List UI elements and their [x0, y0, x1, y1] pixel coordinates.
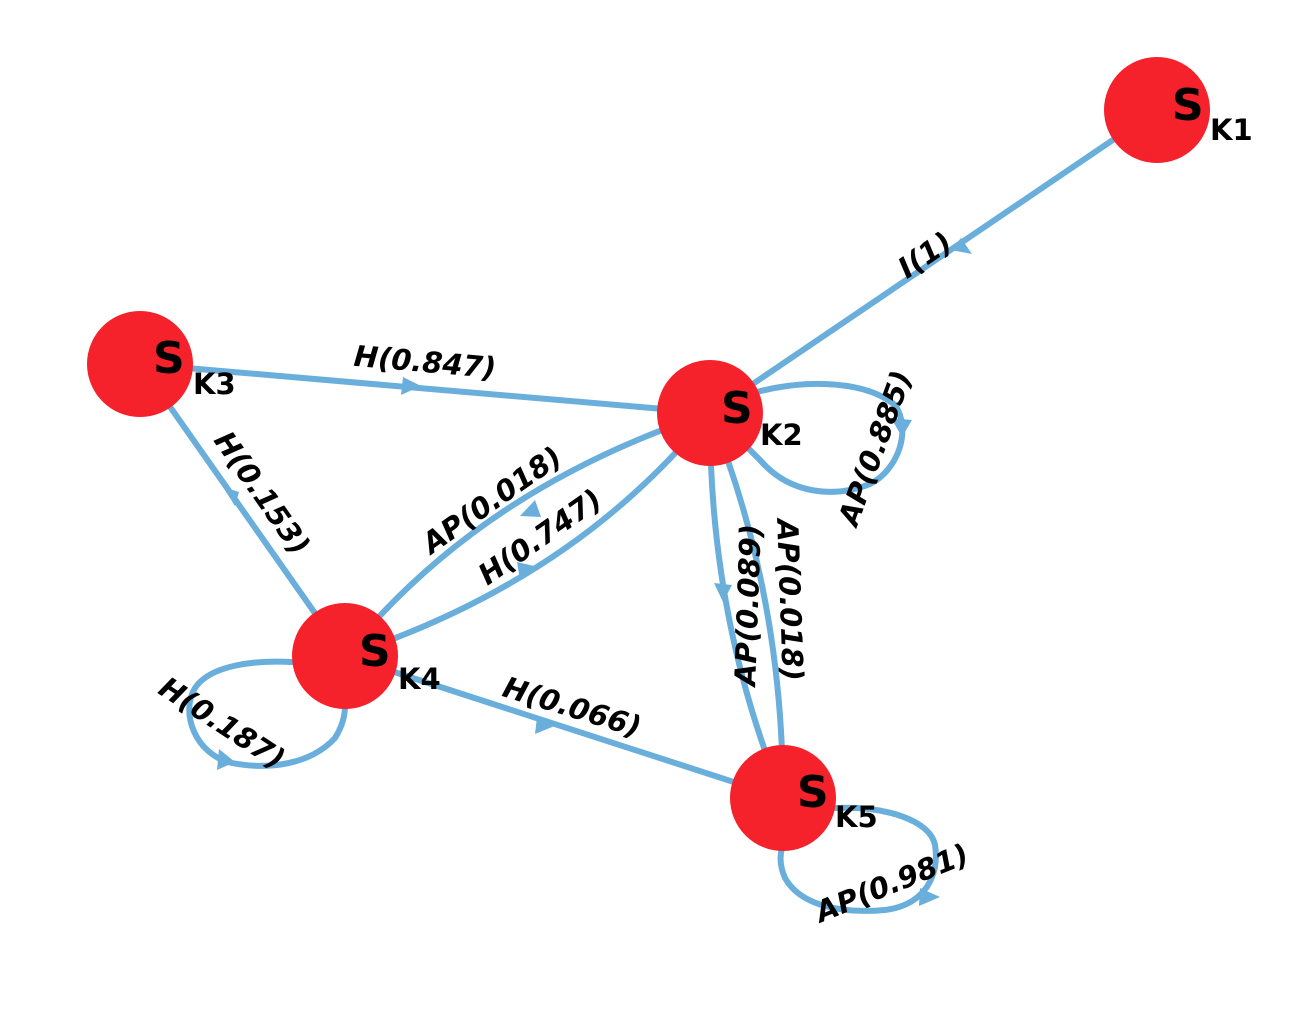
- edge-label-k4-k5: H(0.066): [499, 670, 645, 744]
- arrowheads: [217, 238, 972, 906]
- arrowhead-k4-loop: [217, 749, 235, 770]
- node-k5-subscript: K5: [835, 800, 878, 834]
- node-k4-symbol: S: [359, 626, 391, 677]
- edge-label-k5-k2: AP(0.018): [770, 516, 810, 681]
- edge-k1-k2: [707, 107, 1160, 416]
- nodes: S K1 S K2 S K3 S K4 S K5: [87, 57, 1253, 851]
- node-k1-circle: [1104, 57, 1210, 163]
- node-k4-subscript: K4: [398, 662, 441, 696]
- edge-label-k3-k2: H(0.847): [353, 339, 498, 385]
- node-k5-circle: [730, 745, 836, 851]
- arrowhead-k3-k4: [223, 487, 239, 506]
- arrowhead-k2-k4: [520, 500, 541, 517]
- edge-k4-k5: [342, 653, 786, 801]
- node-k2-symbol: S: [721, 383, 753, 434]
- node-k3[interactable]: S K3: [87, 311, 236, 417]
- node-k1-symbol: S: [1172, 80, 1204, 131]
- node-k3-circle: [87, 311, 193, 417]
- edge-label-k5-loop: AP(0.981): [809, 837, 974, 930]
- node-k3-symbol: S: [153, 333, 185, 384]
- node-k5-symbol: S: [797, 767, 829, 818]
- edge-k3-k2: [137, 361, 713, 416]
- node-k1-subscript: K1: [1210, 113, 1253, 147]
- edge-k2-k4: [342, 410, 713, 659]
- edge-label-k1-k2: I(1): [892, 225, 959, 285]
- node-k3-subscript: K3: [193, 367, 236, 401]
- edge-k3-k4: [137, 361, 348, 659]
- arrowhead-k3-k2: [401, 377, 421, 395]
- arrowhead-k1-k2: [951, 238, 972, 254]
- edge-k4-k2: [342, 410, 713, 659]
- node-k4-circle: [292, 603, 398, 709]
- arrowhead-k4-k5: [535, 717, 557, 734]
- edge-k2-loop: [727, 380, 906, 495]
- node-k4[interactable]: S K4: [292, 603, 441, 709]
- node-k2-circle: [657, 360, 763, 466]
- edge-k5-loop: [777, 804, 939, 914]
- node-k2[interactable]: S K2: [657, 360, 803, 466]
- node-k5[interactable]: S K5: [730, 745, 878, 851]
- node-k1[interactable]: S K1: [1104, 57, 1253, 163]
- arrowhead-k5-loop: [919, 888, 940, 906]
- arrowhead-k2-k5: [714, 583, 732, 602]
- arrowhead-k4-k2: [517, 562, 534, 580]
- node-k2-subscript: K2: [760, 418, 803, 452]
- edges: [137, 107, 1160, 914]
- arrowhead-k2-loop: [891, 418, 912, 437]
- edge-label-k2-k5: AP(0.089): [728, 523, 768, 688]
